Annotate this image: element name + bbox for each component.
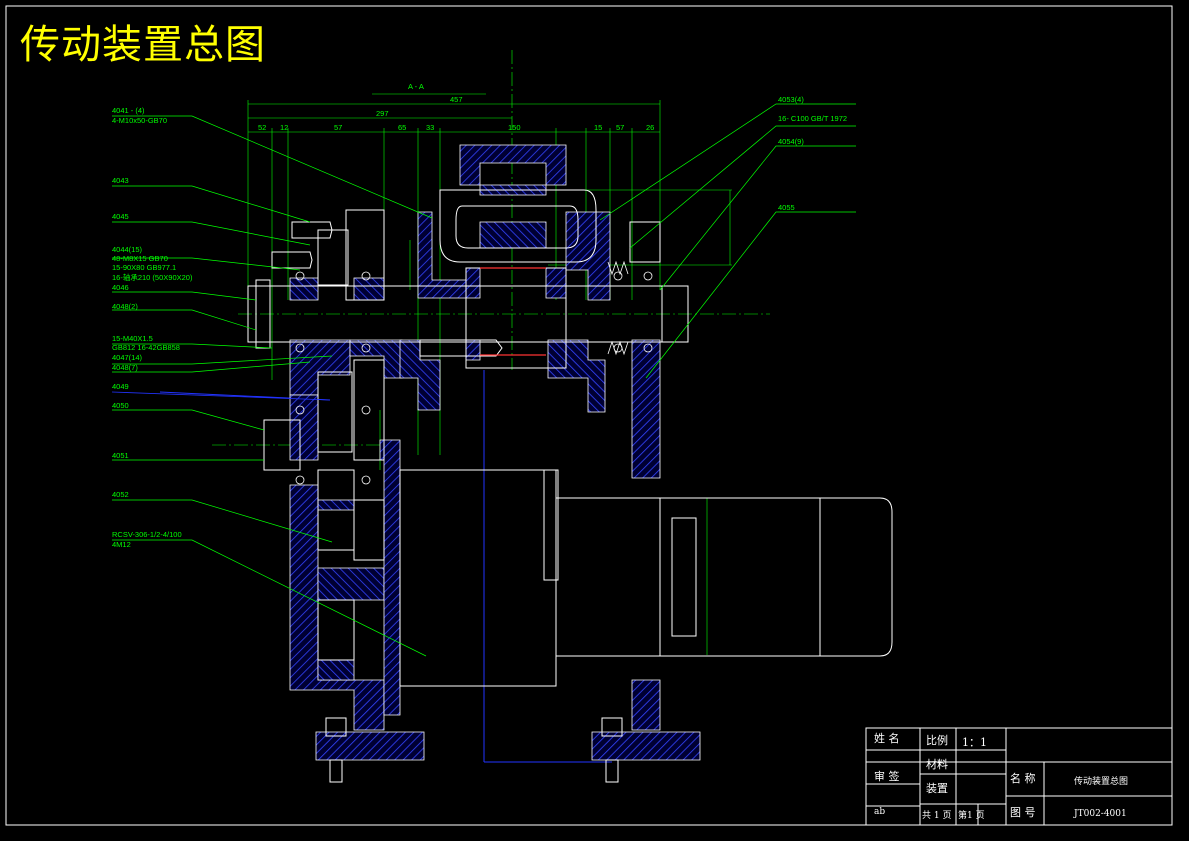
part-label: 15-90X80 GB977.1 — [112, 263, 176, 272]
name-label: 姓 名 — [874, 731, 900, 745]
corner-note: ab — [874, 807, 885, 817]
part-label: 16-轴承210 (50X90X20) — [112, 272, 193, 282]
part-label: 4048(2) — [112, 302, 138, 311]
part-label: RCSV-306-1/2-4/100 — [112, 530, 182, 539]
part-label: 4052 — [112, 490, 129, 499]
dimension-values: 457 297 52 12 57 65 33 150 15 57 26 — [258, 95, 654, 132]
part-label: 4045 — [112, 212, 129, 221]
svg-text:33: 33 — [426, 123, 434, 132]
review-label: 审 签 — [874, 769, 900, 783]
part-label: 4046 — [112, 283, 129, 292]
part-label: 4043 — [112, 176, 129, 185]
shaft-components — [247, 189, 893, 783]
part-labels-right: 4053(4) 16- C100 GB/T 1972 4054(9) 4055 — [778, 95, 847, 212]
leader-lines — [112, 103, 856, 657]
part-label: 4055 — [778, 203, 795, 212]
part-label: 48-M8X15 GB70 — [112, 254, 168, 263]
section-label: A - A — [408, 82, 424, 91]
drawing-no-label: 图 号 — [1010, 806, 1036, 819]
svg-text:150: 150 — [508, 123, 521, 132]
svg-text:26: 26 — [646, 123, 654, 132]
part-label: 4049 — [112, 382, 129, 391]
ratio-label: 比例 — [926, 733, 948, 747]
svg-text:12: 12 — [280, 123, 288, 132]
part-name-value: 传动装置总图 — [1074, 775, 1128, 787]
part-label: 4-M10x50-GB70 — [112, 116, 167, 125]
part-label: 15-M40X1.5 — [112, 334, 153, 343]
part-label: 4041 - (4) — [112, 106, 145, 115]
part-label: 4M12 — [112, 540, 131, 549]
part-label: 4053(4) — [778, 95, 804, 104]
drawing-no-value: JT002-4001 — [1073, 809, 1127, 819]
assembly-label: 装置 — [926, 782, 948, 795]
svg-text:65: 65 — [398, 123, 406, 132]
part-label: GB812 16-42GB858 — [112, 343, 180, 352]
title-block-text: 姓 名 审 签 ab 比例 1：1 材料 装置 共 1 页 第1 页 名 称 传… — [874, 731, 1128, 821]
svg-text:57: 57 — [334, 123, 342, 132]
leader-line-4049 — [111, 391, 331, 401]
title-block — [865, 727, 1173, 826]
housing-sections — [289, 144, 701, 761]
springs — [607, 260, 629, 356]
total-pages: 共 1 页 — [922, 810, 951, 821]
drawing-border — [5, 5, 1173, 826]
part-name-label: 名 称 — [1010, 771, 1036, 785]
part-label: 4044(15) — [112, 245, 143, 254]
svg-text:457: 457 — [450, 95, 463, 104]
page-title: 传动装置总图 — [20, 22, 266, 68]
part-labels-left: 4041 - (4) 4-M10x50-GB70 4043 4045 4044(… — [112, 106, 193, 549]
part-label: 4051 — [112, 451, 129, 460]
part-label: 4048(7) — [112, 363, 138, 372]
svg-text:15: 15 — [594, 123, 602, 132]
part-label: 4050 — [112, 401, 129, 410]
svg-text:297: 297 — [376, 109, 389, 118]
bearings — [295, 271, 653, 485]
part-label: 16- C100 GB/T 1972 — [778, 114, 847, 123]
part-label: 4047(14) — [112, 353, 143, 362]
svg-text:52: 52 — [258, 123, 266, 132]
page-number: 第1 页 — [958, 809, 985, 821]
ratio-value: 1：1 — [962, 736, 987, 749]
svg-text:57: 57 — [616, 123, 624, 132]
part-label: 4054(9) — [778, 137, 804, 146]
material-label: 材料 — [926, 757, 948, 771]
